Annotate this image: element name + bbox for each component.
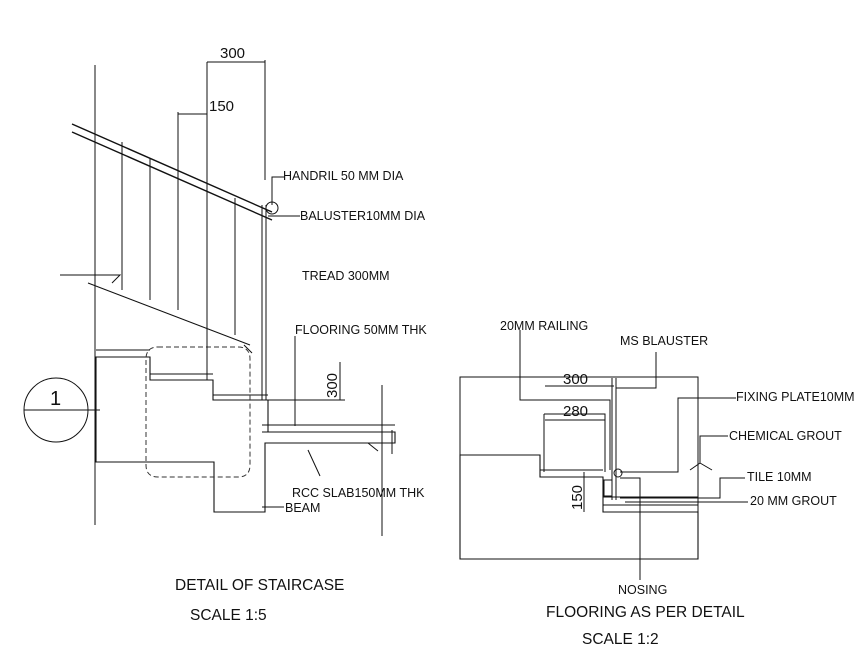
label-nosing: NOSING (618, 583, 667, 597)
tile-lines (540, 469, 698, 513)
flooring-title: FLOORING AS PER DETAIL (546, 604, 745, 621)
leader-tile (620, 477, 745, 499)
label-grout20: 20 MM GROUT (750, 494, 837, 508)
railing-leader (519, 330, 611, 470)
section-tag-number: 1 (50, 388, 61, 410)
label-beam: BEAM (285, 501, 320, 515)
railing-box (543, 413, 606, 472)
stair-soffit-line (60, 274, 253, 354)
fixing-plate (603, 479, 613, 497)
dim-riser-label: 300 (324, 373, 341, 398)
leader-slab (307, 449, 321, 477)
label-railing: 20MM RAILING (500, 319, 588, 333)
leader-nosing (620, 477, 641, 580)
staircase-detail: 300 150 300 HANDRIL 50 MM DIA BALUSTER10… (23, 45, 427, 624)
detail-callout-dashed (145, 346, 251, 478)
label-baluster: BALUSTER10MM DIA (300, 209, 426, 223)
label-flooring: FLOORING 50MM THK (295, 323, 427, 337)
dim-280-label: 280 (563, 403, 588, 420)
leader-blauster (616, 352, 657, 389)
handrail (71, 123, 273, 221)
label-slab: RCC SLAB150MM THK (292, 486, 425, 500)
label-chemical-grout: CHEMICAL GROUT (729, 429, 842, 443)
slab-break-mark (367, 430, 393, 454)
label-fixing-plate: FIXING PLATE10MM (736, 390, 855, 404)
flooring-scale: SCALE 1:2 (582, 631, 659, 648)
nosing-round (613, 468, 623, 478)
dim-300-label: 300 (220, 45, 245, 62)
label-blauster: MS BLAUSTER (620, 334, 708, 348)
dim-150b-label: 150 (569, 485, 586, 510)
staircase-scale: SCALE 1:5 (190, 607, 267, 624)
floor-finish-line (96, 349, 395, 433)
dim-150-label: 150 (209, 98, 234, 115)
leader-handrail (271, 176, 284, 205)
leader-grout (689, 435, 728, 471)
leader-fixing (620, 397, 736, 473)
staircase-title: DETAIL OF STAIRCASE (175, 577, 344, 594)
label-tread: TREAD 300MM (302, 269, 390, 283)
dim-300b-label: 300 (563, 371, 588, 388)
label-tile: TILE 10MM (747, 470, 812, 484)
flooring-detail: 300 280 150 20MM RAILING MS BLAUSTER FIX… (459, 319, 855, 648)
label-handrail: HANDRIL 50 MM DIA (283, 169, 404, 183)
